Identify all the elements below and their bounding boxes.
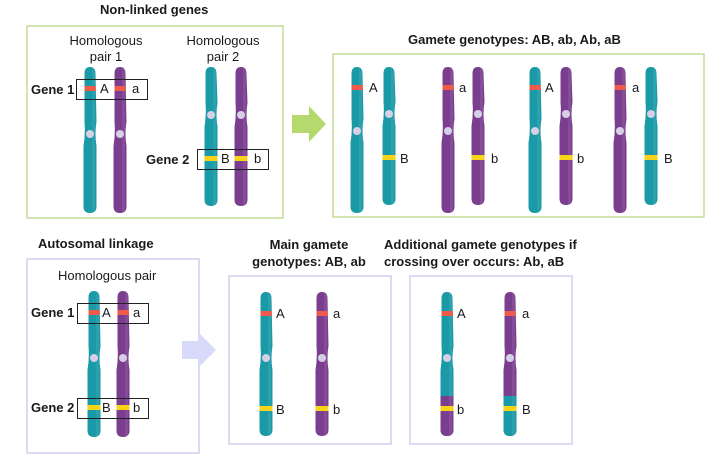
gamete2-gene2: b	[491, 151, 499, 166]
gamete3-chromosome2	[559, 67, 573, 205]
green-arrow-icon	[292, 106, 326, 142]
nonlinked-panel	[26, 25, 284, 219]
gamete1-chromosome2	[382, 67, 396, 205]
centromere-icon	[562, 110, 570, 118]
gamete4-chromosome1	[613, 67, 627, 213]
crossover-gamete1-gene2: b	[457, 402, 465, 417]
centromere-icon	[506, 354, 514, 362]
gamete2-gene1: a	[459, 80, 467, 95]
gamete4-chromosome2	[644, 67, 658, 205]
chromosome-p1-teal	[83, 67, 97, 213]
main-gamete-purple	[315, 292, 329, 436]
chromosome-p2-purple	[234, 67, 248, 206]
centromere-icon	[90, 354, 98, 362]
main-gamete-panel	[228, 275, 392, 445]
crossover-panel	[409, 275, 573, 445]
gene1-box-bottom	[77, 303, 149, 324]
linkage-left-gene1: A	[102, 305, 111, 320]
chromosome-p1-purple	[113, 67, 127, 213]
linkage-right-gene1: a	[133, 305, 141, 320]
lavender-arrow-icon	[182, 332, 216, 368]
linkage-panel	[26, 258, 200, 454]
allele-top-p1-g1-left: A	[100, 81, 109, 96]
centromere-icon	[237, 111, 245, 119]
gene2-label-bottom: Gene 2	[31, 400, 75, 415]
centromere-icon	[116, 130, 124, 138]
pair1-label: Homologous pair 1	[69, 33, 143, 64]
crossover-gamete1-gene1: A	[457, 306, 466, 321]
main-gamete-title: Main gamete genotypes: AB, ab	[252, 237, 366, 269]
gene2-box-top	[197, 149, 269, 170]
crossover-gamete-purple	[503, 292, 517, 436]
crossover-gamete2-gene2: B	[522, 402, 531, 417]
gene1-label-top: Gene 1	[31, 82, 75, 97]
chromosome-p2-teal	[204, 67, 218, 206]
gene1-box-top	[76, 79, 148, 100]
gamete1-gene2: B	[400, 151, 409, 166]
pair2-label: Homologous pair 2	[186, 33, 260, 64]
allele-top-p2-g2-right: b	[254, 151, 262, 166]
linkage-left-gene2: B	[102, 400, 111, 415]
linkage-title: Autosomal linkage	[38, 236, 154, 251]
chromosome-layer	[83, 67, 658, 437]
allele-top-p1-g1-right: a	[132, 81, 140, 96]
nonlinked-title: Non-linked genes	[100, 2, 209, 17]
main-gamete-teal	[259, 292, 273, 436]
linkage-right-gene2: b	[133, 400, 141, 415]
main-gamete1-gene2: B	[276, 402, 285, 417]
centromere-icon	[616, 127, 624, 135]
linkage-purple	[116, 291, 130, 437]
allele-top-p2-g2-left: B	[221, 151, 230, 166]
gamete4-gene1: a	[632, 80, 640, 95]
centromere-icon	[353, 127, 361, 135]
centromere-icon	[444, 127, 452, 135]
gamete3-chromosome1	[528, 67, 542, 213]
crossover-title: Additional gamete genotypes if crossing …	[384, 237, 577, 269]
centromere-icon	[207, 111, 215, 119]
centromere-icon	[86, 130, 94, 138]
main-gamete2-gene1: a	[333, 306, 341, 321]
gene2-label-top: Gene 2	[146, 152, 190, 167]
centromere-icon	[443, 354, 451, 362]
centromere-icon	[474, 110, 482, 118]
crossover-gamete-teal	[440, 292, 454, 436]
centromere-icon	[531, 127, 539, 135]
crossover-gamete2-gene1: a	[522, 306, 530, 321]
centromere-icon	[119, 354, 127, 362]
gamete1-chromosome1	[350, 67, 364, 213]
linkage-pair-label: Homologous pair	[58, 268, 157, 283]
main-gamete2-gene2: b	[333, 402, 341, 417]
gamete1-gene1: A	[369, 80, 378, 95]
gamete3-gene2: b	[577, 151, 585, 166]
linkage-teal	[87, 291, 101, 437]
gamete4-gene2: B	[664, 151, 673, 166]
centromere-icon	[262, 354, 270, 362]
gene2-box-bottom	[77, 398, 149, 419]
gamete3-gene1: A	[545, 80, 554, 95]
gene1-label-bottom: Gene 1	[31, 305, 75, 320]
gamete-genotypes-title: Gamete genotypes: AB, ab, Ab, aB	[408, 32, 621, 47]
main-gamete1-gene1: A	[276, 306, 285, 321]
centromere-icon	[385, 110, 393, 118]
gamete2-chromosome2	[471, 67, 485, 205]
centromere-icon	[318, 354, 326, 362]
gamete-panel	[332, 53, 705, 218]
gamete2-chromosome1	[441, 67, 455, 213]
centromere-icon	[647, 110, 655, 118]
